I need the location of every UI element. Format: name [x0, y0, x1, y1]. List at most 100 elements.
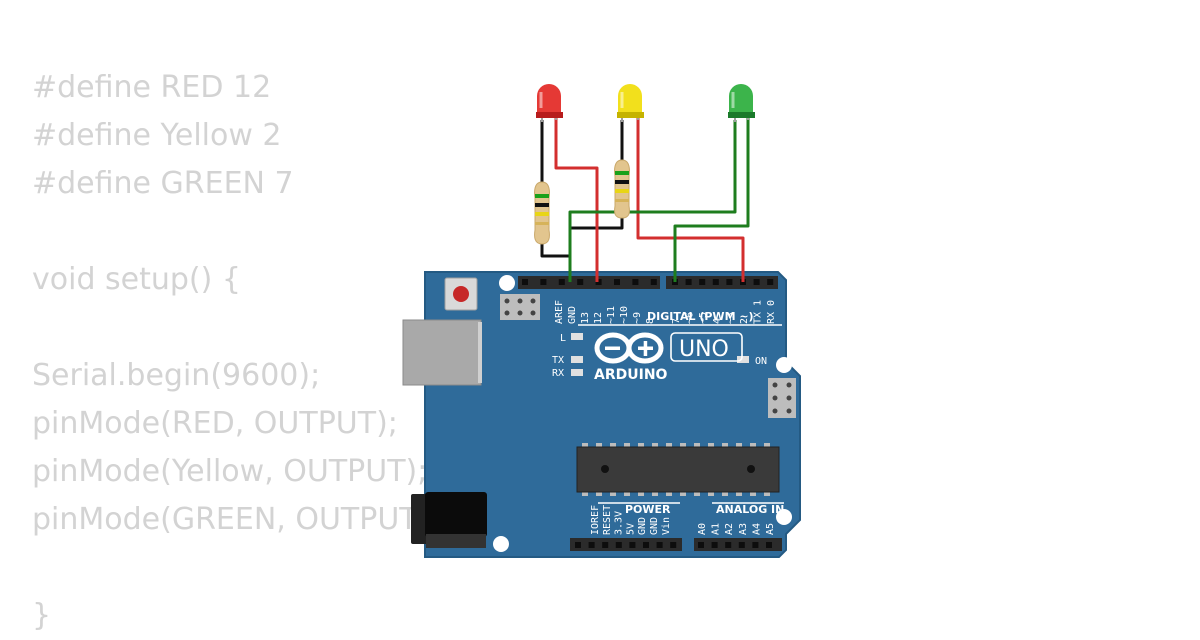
- power-jack: [411, 492, 487, 548]
- header-pin[interactable]: [726, 279, 733, 285]
- icsp-header: [500, 294, 540, 320]
- code-line: void setup() {: [32, 262, 241, 297]
- pin-label: IOREF: [590, 505, 601, 535]
- header-pin[interactable]: [752, 542, 759, 548]
- pin-label: RX 0: [766, 300, 777, 324]
- pin-label: ~6: [685, 312, 696, 324]
- pin-label: A1: [711, 523, 722, 535]
- code-line: #define GREEN 7: [32, 166, 294, 201]
- yellow-led: [617, 84, 644, 122]
- arduino-logo-icon: [594, 332, 664, 364]
- header-pin[interactable]: [738, 542, 745, 548]
- pin-label: GND: [637, 517, 648, 535]
- resistor: [614, 159, 630, 219]
- led-l: [571, 333, 583, 340]
- led-rx-label: RX: [552, 368, 564, 379]
- pin-label: RESET: [602, 505, 613, 535]
- header-pin[interactable]: [753, 279, 760, 285]
- header-pin[interactable]: [602, 542, 609, 548]
- pin-label: TX 1: [753, 300, 764, 324]
- pin-label: ~3: [725, 312, 736, 324]
- header-pin[interactable]: [522, 279, 528, 285]
- code-listing: #define RED 12 #define Yellow 2 #define …: [32, 64, 439, 640]
- code-line: pinMode(Yellow, OUTPUT);: [32, 454, 428, 489]
- header-pin[interactable]: [698, 542, 704, 548]
- header-pin[interactable]: [656, 542, 663, 548]
- red-led: [536, 84, 563, 122]
- code-line: Serial.begin(9600);: [32, 358, 321, 393]
- header-pin[interactable]: [595, 279, 602, 285]
- header-pin[interactable]: [540, 279, 547, 285]
- led-on-label: ON: [755, 356, 767, 367]
- code-line: #define RED 12: [32, 70, 272, 105]
- header-pin[interactable]: [699, 279, 706, 285]
- pin-label: A0: [697, 523, 708, 535]
- code-line: #define Yellow 2: [32, 118, 282, 153]
- header-pin[interactable]: [650, 279, 657, 285]
- header-pin[interactable]: [766, 542, 772, 548]
- header-pin[interactable]: [632, 279, 639, 285]
- analog-label: ANALOG IN: [716, 503, 784, 516]
- pin-label: A5: [765, 523, 776, 535]
- pin-label: 2: [739, 318, 750, 324]
- digital-header-left: [518, 276, 660, 289]
- pin-label: AREF: [554, 300, 565, 324]
- mounting-hole: [499, 275, 515, 291]
- wire-green-pin7: [673, 118, 750, 282]
- header-pin[interactable]: [711, 542, 718, 548]
- pin-label: A3: [738, 523, 749, 535]
- pin-label: ~11: [606, 306, 617, 324]
- wire-green-gnd: [568, 120, 737, 282]
- pin-label: ~10: [619, 306, 630, 324]
- header-pin[interactable]: [767, 279, 774, 285]
- power-label: POWER: [625, 503, 671, 516]
- led-rx: [571, 369, 583, 376]
- pin-label: Vin: [661, 517, 672, 535]
- code-line: pinMode(RED, OUTPUT);: [32, 406, 398, 441]
- header-pin[interactable]: [615, 542, 622, 548]
- wire-red-pin2: [636, 118, 745, 282]
- pin-label: ~9: [632, 312, 643, 324]
- led-l-label: L: [560, 333, 566, 344]
- header-pin[interactable]: [558, 279, 565, 285]
- power-header: [570, 538, 682, 551]
- pin-label: 8: [645, 318, 656, 324]
- mounting-hole: [493, 536, 509, 552]
- code-line: }: [32, 598, 52, 633]
- header-pin[interactable]: [588, 542, 595, 548]
- led-tx: [571, 356, 583, 363]
- pin-label: 13: [580, 312, 591, 324]
- led-tx-label: TX: [552, 355, 564, 366]
- pin-label: 5V: [625, 523, 636, 535]
- pin-label: 7: [671, 318, 682, 324]
- pin-label: A4: [751, 523, 762, 535]
- usb-connector: [402, 319, 482, 386]
- header-pin[interactable]: [685, 279, 692, 285]
- header-pin[interactable]: [670, 542, 677, 548]
- digital-header-right: [666, 276, 778, 289]
- header-pin[interactable]: [575, 542, 581, 548]
- header-pin[interactable]: [643, 542, 649, 548]
- green-led: [728, 84, 755, 122]
- header-pin[interactable]: [614, 279, 620, 285]
- resistor: [534, 181, 550, 245]
- pin-label: GND: [649, 517, 660, 535]
- reset-button[interactable]: [444, 277, 478, 311]
- digital-header-label: DIGITAL (PWM ~): [647, 310, 754, 323]
- icsp-header: [768, 378, 796, 418]
- pin-label: ~5: [698, 312, 709, 324]
- wires: [540, 118, 750, 282]
- header-pin[interactable]: [712, 279, 719, 285]
- wire-red-pin12: [554, 118, 599, 282]
- header-pin[interactable]: [577, 279, 584, 285]
- mounting-hole: [776, 509, 792, 525]
- led-on: [737, 356, 749, 363]
- brand-name: ARDUINO: [594, 367, 668, 383]
- pin-label: 3.3V: [614, 511, 625, 535]
- header-pin[interactable]: [725, 542, 732, 548]
- pin-label: 4: [712, 318, 723, 324]
- model-name: UNO: [679, 337, 729, 362]
- pin-label: GND: [567, 306, 578, 324]
- header-pin[interactable]: [629, 542, 636, 548]
